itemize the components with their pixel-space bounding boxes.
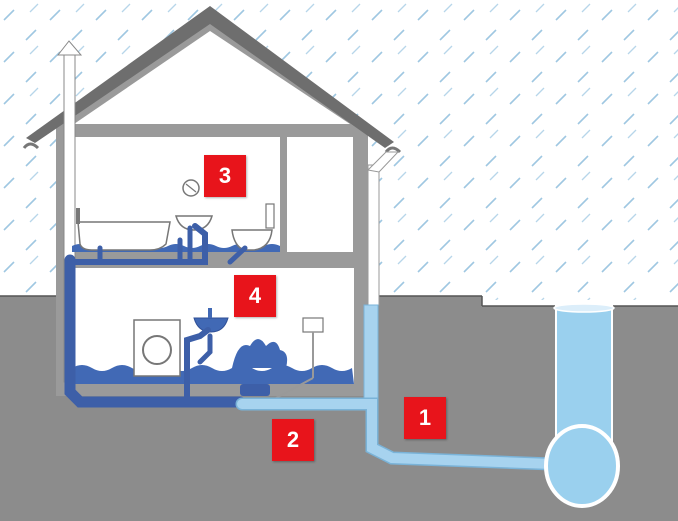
toilet-icon — [231, 203, 275, 251]
sink-icon — [175, 179, 213, 231]
marker-2-label: 2 — [286, 427, 300, 452]
marker-1: 1 — [404, 397, 446, 439]
marker-2: 2 — [272, 419, 314, 461]
wastewater-pipes — [64, 223, 248, 408]
marker-4: 4 — [234, 275, 276, 317]
floor-drain — [240, 384, 270, 396]
marker-4-label: 4 — [248, 283, 262, 308]
sink-icon — [193, 308, 229, 333]
marker-3-label: 3 — [218, 163, 232, 188]
boiler-icon — [275, 317, 324, 399]
rainwater-pipes — [235, 397, 559, 471]
marker-3: 3 — [204, 155, 246, 197]
manhole-icon — [553, 303, 615, 445]
marker-1-label: 1 — [418, 405, 432, 430]
washing-machine-icon — [133, 319, 181, 377]
sewer-pipe-icon — [544, 424, 620, 508]
bathtub-icon — [76, 208, 171, 251]
rainwater-downpipe — [363, 151, 400, 406]
